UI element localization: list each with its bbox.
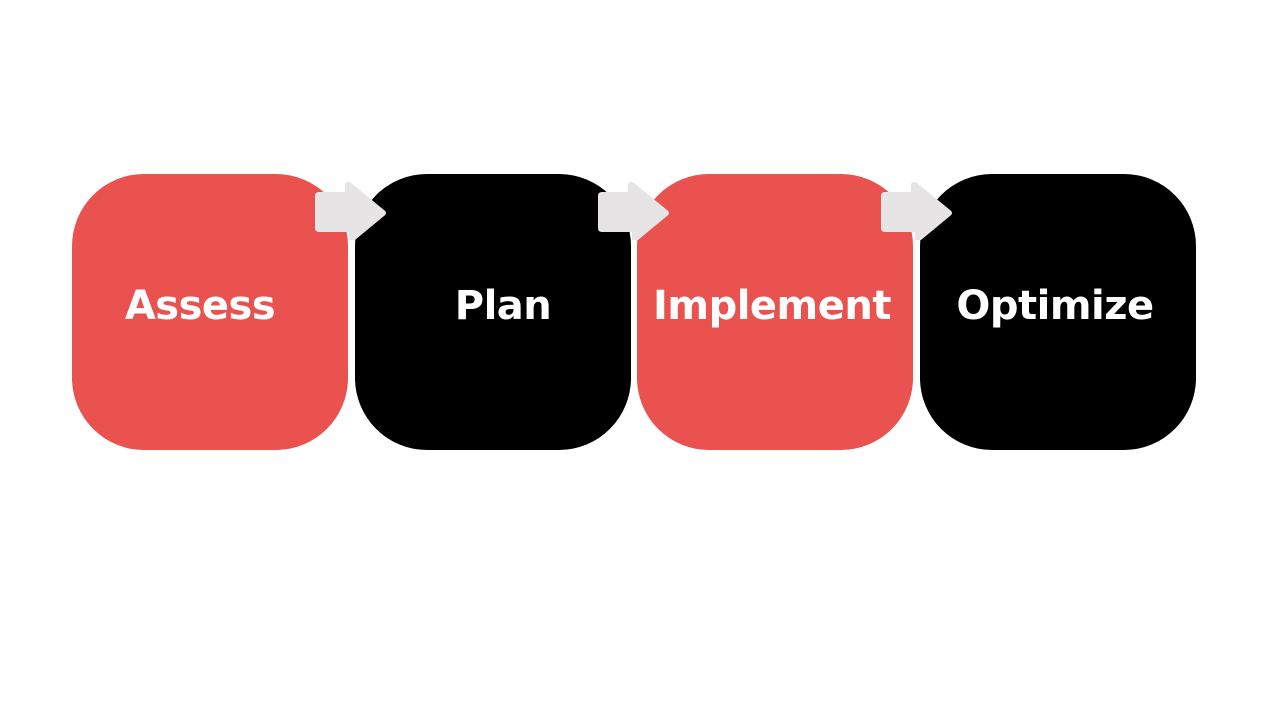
step-plan: Plan [355, 174, 631, 450]
step-assess-label: Assess [124, 283, 276, 329]
step-implement-label: Implement [653, 283, 891, 329]
step-implement: Implement [637, 174, 913, 450]
step-assess: Assess [72, 174, 348, 450]
step-optimize-label: Optimize [956, 283, 1154, 329]
step-optimize: Optimize [920, 174, 1196, 450]
arrow-right-icon [315, 181, 386, 240]
step-plan-label: Plan [454, 283, 552, 329]
arrow-right-icon [598, 181, 669, 240]
arrow-right-icon [881, 181, 952, 240]
